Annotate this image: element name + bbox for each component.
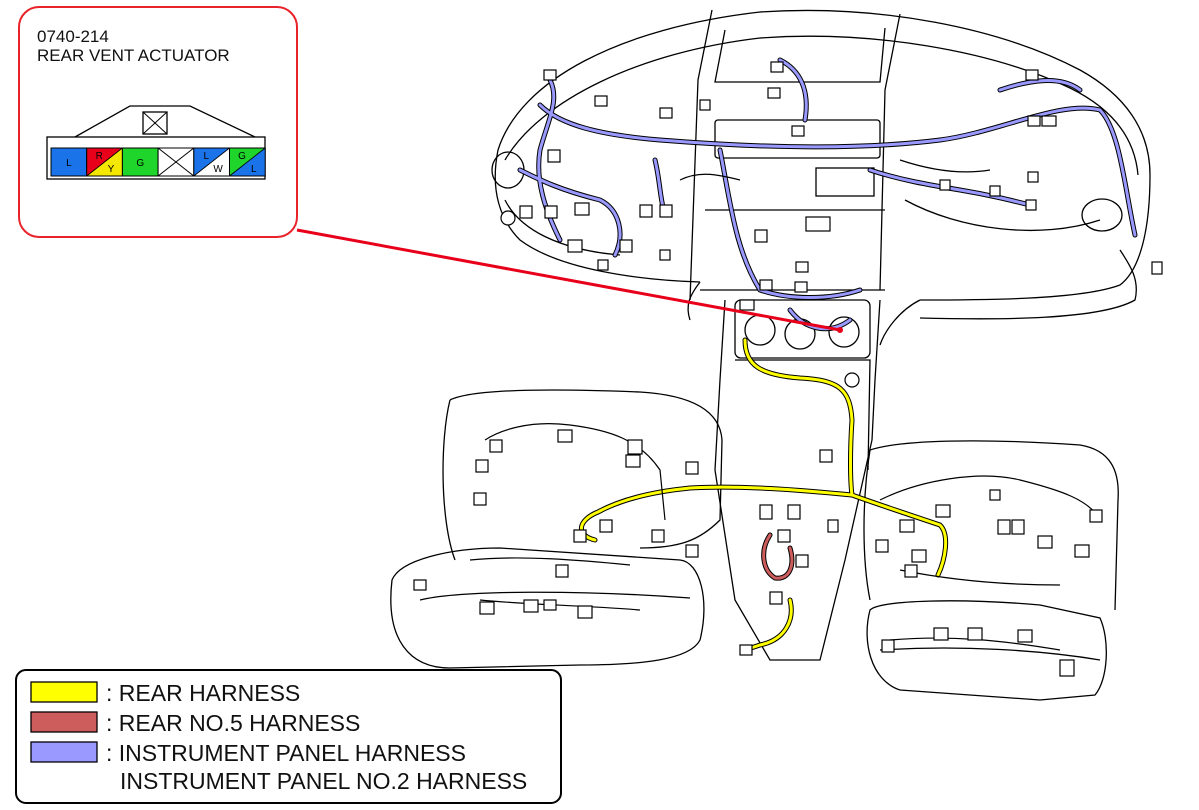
connector-pin-2: RY xyxy=(86,147,123,177)
connector-pin-5-label: L xyxy=(204,151,210,162)
connector-pin-1-label: L xyxy=(66,158,72,169)
connector-pin-6-label: G xyxy=(238,151,246,162)
connector-pin-3-label: G xyxy=(136,158,144,169)
seats-outline xyxy=(390,389,1119,701)
connector-pin-2-label2: Y xyxy=(108,164,115,175)
connector-name: REAR VENT ACTUATOR xyxy=(37,46,230,65)
connector-pin-6-label2: L xyxy=(251,164,257,175)
legend-swatch-rear-no5-harness xyxy=(30,711,98,733)
connector-pin-3: G xyxy=(121,147,159,177)
legend-label-rear-harness: : REAR HARNESS xyxy=(106,680,301,706)
leader-line xyxy=(296,228,841,332)
instrument-panel-harness xyxy=(517,57,1138,332)
connector-pin-6: GL xyxy=(229,147,266,177)
legend-label-instrument-panel-harness: : INSTRUMENT PANEL HARNESS xyxy=(106,740,466,766)
connector-pin-2-label: R xyxy=(96,151,103,162)
dashboard-outline xyxy=(491,9,1151,661)
ground-terminal-left xyxy=(500,210,516,226)
legend-swatch-instrument-panel-harness xyxy=(30,741,98,763)
connector-pin-1: L xyxy=(50,147,88,177)
rear-no5-harness xyxy=(761,532,795,581)
legend-box xyxy=(15,669,562,804)
connectors xyxy=(413,61,1163,677)
connector-code: 0740-214 xyxy=(37,27,109,46)
leader-line-end xyxy=(837,327,843,333)
legend-label-rear-no5-harness: : REAR NO.5 HARNESS xyxy=(106,710,361,736)
ground-terminal xyxy=(844,372,860,388)
legend-swatch-rear-harness xyxy=(30,681,98,703)
legend-label-instrument-panel-no2-harness: INSTRUMENT PANEL NO.2 HARNESS xyxy=(120,768,528,794)
connector-pin-4 xyxy=(157,147,195,177)
connector-pin-5-label2: W xyxy=(213,164,223,175)
connector-pin-5: LW xyxy=(193,147,231,177)
